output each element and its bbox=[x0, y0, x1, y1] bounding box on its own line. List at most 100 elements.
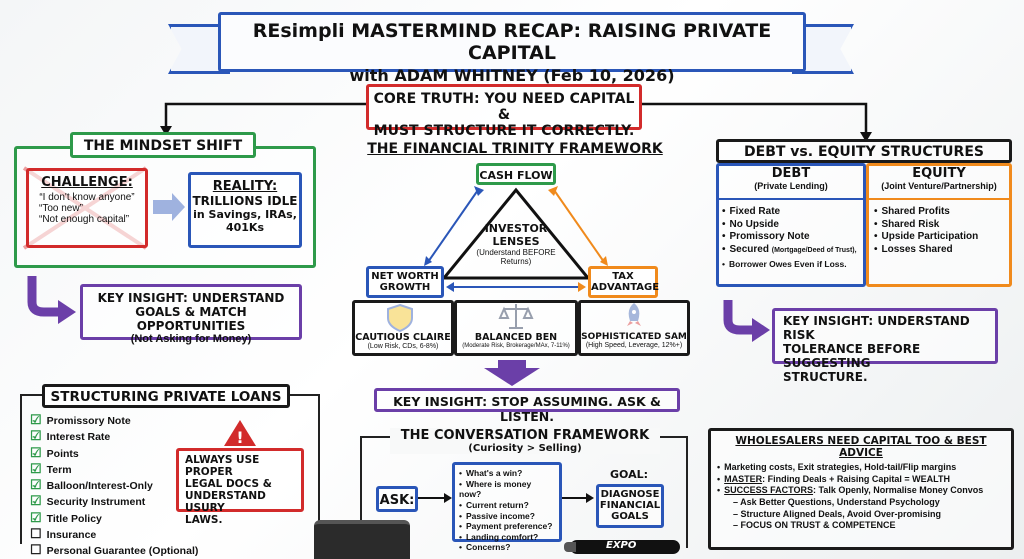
page-title: REsimpli MASTERMIND RECAP: RAISING PRIVA… bbox=[252, 20, 772, 64]
warning-line3: UNDERSTAND USURY bbox=[185, 490, 266, 514]
trinity-title: THE FINANCIAL TRINITY FRAMEWORK bbox=[367, 141, 663, 157]
core-truth-line2: MUST STRUCTURE IT CORRECTLY. bbox=[373, 123, 635, 139]
question-item: Payment preference? bbox=[459, 521, 555, 532]
insight-goals-line1: KEY INSIGHT: UNDERSTAND bbox=[97, 291, 285, 305]
investor-lenses: INVESTOR LENSES (Understand BEFORE Retur… bbox=[448, 222, 584, 266]
debt-item: No Upside bbox=[722, 219, 866, 232]
debt-list: Fixed Rate No Upside Promissory Note Sec… bbox=[722, 206, 866, 270]
insight-risk-line3: STRUCTURE. bbox=[783, 370, 868, 384]
question-item: Passive income? bbox=[459, 511, 555, 522]
equity-item: Losses Shared bbox=[874, 244, 1010, 257]
equity-item: Shared Risk bbox=[874, 219, 1010, 232]
warning-icon bbox=[224, 420, 256, 446]
arrow-cashflow-networth bbox=[427, 189, 479, 263]
page-subtitle: with ADAM WHITNEY (Feb 10, 2026) bbox=[349, 66, 675, 85]
equity-title: EQUITY bbox=[912, 166, 966, 181]
question-item: Landing comfort? bbox=[459, 532, 555, 543]
question-item: Concerns? bbox=[459, 542, 555, 553]
question-item: Current return? bbox=[459, 500, 555, 511]
insight-risk-line1: KEY INSIGHT: UNDERSTAND RISK bbox=[783, 314, 970, 342]
debt-header: DEBT (Private Lending) bbox=[716, 166, 866, 200]
usury-warning-box: ALWAYS USE PROPER LEGAL DOCS & UNDERSTAN… bbox=[176, 448, 304, 526]
advice-success-label: SUCCESS FACTORS bbox=[724, 485, 814, 496]
arrow-cashflow-tax bbox=[553, 189, 605, 263]
title-banner: REsimpli MASTERMIND RECAP: RAISING PRIVA… bbox=[218, 12, 806, 85]
ask-box: ASK: bbox=[376, 486, 418, 512]
equity-item: Shared Profits bbox=[874, 206, 1010, 219]
persona-desc: (High Speed, Leverage, 12%+) bbox=[585, 342, 683, 349]
loan-item-unchecked: Personal Guarantee (Optional) bbox=[30, 542, 200, 558]
equity-item: Upside Participation bbox=[874, 231, 1010, 244]
loan-item-checked: Promissory Note bbox=[30, 412, 200, 428]
purple-arrow-goals bbox=[27, 276, 60, 317]
advice-master-text: : Finding Deals + Raising Capital = WEAL… bbox=[762, 473, 951, 484]
persona-card-ben bbox=[454, 300, 578, 356]
advice-sub: – Structure Aligned Deals, Avoid Over-pr… bbox=[733, 508, 942, 519]
challenge-title: CHALLENGE: bbox=[41, 175, 133, 190]
lenses-line2: LENSES bbox=[492, 235, 540, 248]
question-item: What's a win? bbox=[459, 468, 555, 479]
core-truth-line1: CORE TRUTH: YOU NEED CAPITAL & bbox=[373, 91, 635, 123]
net-worth-line2: GROWTH bbox=[379, 282, 431, 293]
svg-text:!: ! bbox=[236, 428, 243, 447]
loan-item-checked: Term bbox=[30, 461, 200, 477]
debt-title: DEBT bbox=[771, 166, 811, 181]
advice-bullet: SUCCESS FACTORS: Talk Openly, Normalise … bbox=[717, 485, 1005, 497]
advice-bullet: Marketing costs, Exit strategies, Hold-t… bbox=[717, 462, 1005, 474]
insight-listen-box: KEY INSIGHT: STOP ASSUMING. ASK & LISTEN… bbox=[374, 388, 680, 424]
persona-card-sam bbox=[578, 300, 690, 356]
debt-secured: Secured bbox=[729, 243, 769, 255]
loan-item-checked: Points bbox=[30, 445, 200, 461]
insight-goals-box: KEY INSIGHT: UNDERSTAND GOALS & MATCH OP… bbox=[80, 284, 302, 345]
marker-brand: EXPO bbox=[606, 540, 637, 551]
persona-desc: (Moderate Risk, Brokerage/MAx, 7-11%) bbox=[462, 343, 570, 349]
reality-box: REALITY: TRILLIONS IDLE in Savings, IRAs… bbox=[188, 172, 302, 248]
insight-goals-line2: GOALS & MATCH OPPORTUNITIES bbox=[135, 305, 247, 333]
loan-item-unchecked: Insurance bbox=[30, 526, 200, 542]
persona-claire: CAUTIOUS CLAIRE (Low Risk, CDs, 6-8%) bbox=[354, 332, 452, 350]
persona-name: BALANCED BEN bbox=[474, 332, 558, 343]
persona-card-claire bbox=[352, 300, 454, 356]
arrowhead bbox=[160, 126, 172, 136]
insight-goals-sub: (Not Asking for Money) bbox=[130, 333, 252, 345]
warning-line4: LAWS. bbox=[185, 514, 223, 526]
net-worth-line1: NET WORTH bbox=[371, 271, 439, 282]
goal-line3: GOALS bbox=[611, 511, 649, 522]
tax-line1: TAX bbox=[612, 271, 634, 282]
warning-line1: ALWAYS USE PROPER bbox=[185, 454, 260, 478]
persona-desc: (Low Risk, CDs, 6-8%) bbox=[367, 343, 439, 350]
loan-item-checked: Title Policy bbox=[30, 510, 200, 526]
lenses-sub2: Returns) bbox=[500, 257, 532, 266]
insight-risk-box: KEY INSIGHT: UNDERSTAND RISK TOLERANCE B… bbox=[772, 308, 998, 384]
equity-list: Shared Profits Shared Risk Upside Partic… bbox=[874, 206, 1010, 256]
advice-success-text: : Talk Openly, Normalise Money Convos bbox=[813, 485, 984, 496]
marker-cap bbox=[564, 542, 576, 552]
purple-arrow-listen bbox=[484, 360, 540, 386]
cash-flow-node: CASH FLOW bbox=[476, 163, 556, 185]
conversation-header: THE CONVERSATION FRAMEWORK (Curiosity > … bbox=[390, 428, 660, 454]
lenses-sub1: (Understand BEFORE bbox=[476, 248, 556, 257]
loans-title: STRUCTURING PRIVATE LOANS bbox=[42, 384, 290, 408]
lenses-line1: INVESTOR bbox=[484, 222, 548, 235]
loans-checklist: Promissory Note Interest Rate Points Ter… bbox=[30, 412, 200, 558]
advice-focus: – FOCUS ON TRUST & COMPETENCE bbox=[733, 520, 896, 531]
whiteboard-eraser bbox=[314, 520, 410, 559]
questions-box: What's a win? Where is money now? Curren… bbox=[452, 462, 562, 552]
persona-name: CAUTIOUS CLAIRE bbox=[355, 332, 451, 343]
persona-ben: BALANCED BEN (Moderate Risk, Brokerage/M… bbox=[456, 332, 576, 349]
challenge-line: “Not enough capital” bbox=[39, 214, 130, 225]
advice-sub: – Ask Better Questions, Understand Psych… bbox=[733, 497, 940, 508]
core-truth-box: CORE TRUTH: YOU NEED CAPITAL & MUST STRU… bbox=[366, 84, 642, 139]
advice-bullet: MASTER: Finding Deals + Raising Capital … bbox=[717, 474, 1005, 486]
advice-box: WHOLESALERS NEED CAPITAL TOO & BEST ADVI… bbox=[708, 428, 1014, 550]
goal-box: DIAGNOSE FINANCIAL GOALS bbox=[596, 484, 664, 528]
reality-line: in Savings, IRAs, bbox=[193, 208, 297, 221]
tax-line2: ADVANTAGE bbox=[591, 282, 660, 293]
dry-erase-marker: EXPO bbox=[570, 540, 680, 554]
debt-item: Secured (Mortgage/Deed of Trust), bbox=[722, 244, 866, 257]
insight-risk-line2: TOLERANCE BEFORE SUGGESTING bbox=[783, 342, 921, 370]
arrow-core-to-structures bbox=[642, 102, 868, 134]
warning-line2: LEGAL DOCS & bbox=[185, 478, 272, 490]
challenge-box: CHALLENGE: “I don't know anyone” “Too ne… bbox=[26, 168, 148, 248]
goal-line2: FINANCIAL bbox=[599, 500, 661, 511]
